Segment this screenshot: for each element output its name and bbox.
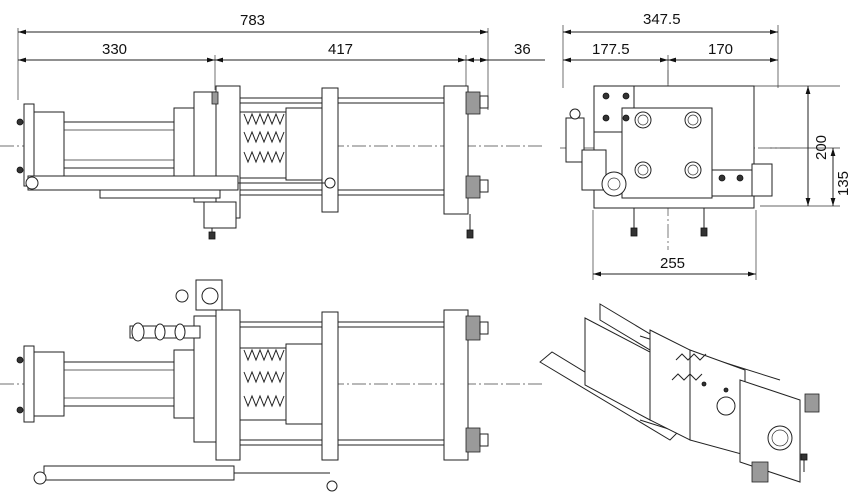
overall-length-label: 783 (240, 12, 265, 29)
side-view-dimensions: 783 330 417 36 (17, 12, 545, 110)
end-right-label: 170 (708, 41, 733, 58)
end-left-label: 177.5 (592, 41, 630, 58)
end-width-label: 347.5 (643, 11, 681, 28)
top-view-springs (239, 347, 287, 421)
right-segment-label: 36 (514, 41, 531, 58)
left-segment-label: 330 (102, 41, 127, 58)
end-view (560, 70, 790, 250)
spring-assembly (239, 111, 287, 179)
top-view (0, 279, 545, 492)
end-center-height-label: 135 (835, 171, 852, 196)
side-view (0, 85, 545, 240)
end-height-label: 200 (813, 135, 830, 160)
middle-segment-label: 417 (328, 41, 353, 58)
isometric-view (539, 303, 820, 483)
end-view-dimensions: 347.5 177.5 170 200 135 255 (562, 11, 852, 280)
end-base-label: 255 (660, 255, 685, 272)
